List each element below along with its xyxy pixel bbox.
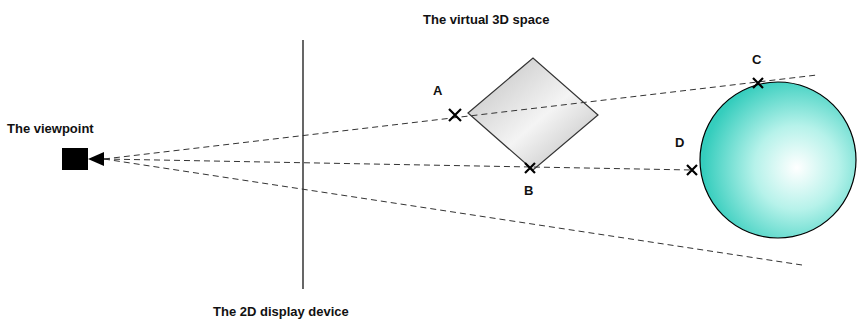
sphere-object <box>700 82 856 238</box>
intersection-mark <box>753 78 763 88</box>
intersection-mark <box>687 165 697 175</box>
intersection-mark <box>525 163 535 173</box>
diamond-object <box>468 58 598 170</box>
view-ray <box>104 75 817 159</box>
view-ray <box>104 159 692 170</box>
viewpoint-label: The viewpoint <box>7 121 94 136</box>
viewpoint-lens <box>88 152 104 166</box>
display-plane <box>302 40 303 289</box>
view-ray <box>104 159 802 265</box>
point-label: D <box>675 135 684 150</box>
display-label: The 2D display device <box>213 304 349 319</box>
heading-label: The virtual 3D space <box>423 12 549 27</box>
viewpoint-box <box>62 148 88 170</box>
point-label: C <box>752 52 761 67</box>
point-label: A <box>433 83 442 98</box>
point-label: B <box>524 183 533 198</box>
intersection-mark <box>449 109 461 121</box>
